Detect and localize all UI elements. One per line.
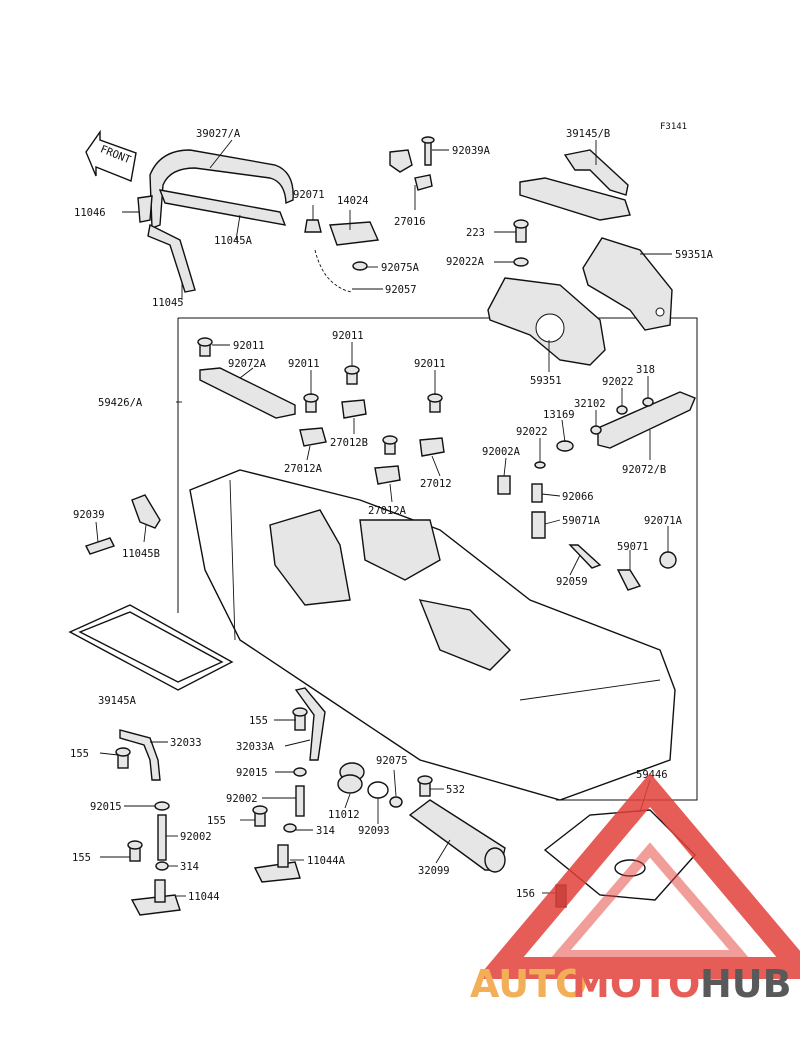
label-92071: 92071 bbox=[293, 189, 325, 201]
rubber-parts bbox=[304, 219, 380, 293]
label-59351a: 59351A bbox=[675, 249, 714, 261]
label-532: 532 bbox=[446, 784, 465, 796]
label-59071: 59071 bbox=[617, 541, 649, 553]
watermark-word-auto: AUTO bbox=[470, 962, 587, 1006]
watermark-word-hub: HUB bbox=[700, 962, 792, 1006]
bracket-11045b bbox=[85, 494, 161, 555]
label-223: 223 bbox=[466, 227, 485, 239]
label-92002-b: 92002 bbox=[180, 831, 212, 843]
label-155-b: 155 bbox=[249, 715, 268, 727]
label-92002a: 92002A bbox=[482, 446, 521, 458]
hardware-stack-mid bbox=[252, 767, 307, 883]
label-92022-a: 92022 bbox=[602, 376, 634, 388]
label-156: 156 bbox=[516, 888, 535, 900]
label-92066: 92066 bbox=[562, 491, 594, 503]
label-92072b: 92072/B bbox=[622, 464, 666, 476]
label-59446: 59446 bbox=[636, 769, 668, 781]
label-92022-b: 92022 bbox=[516, 426, 548, 438]
label-92093: 92093 bbox=[358, 825, 390, 837]
label-92011-a: 92011 bbox=[233, 340, 265, 352]
figure-code: F3141 bbox=[660, 122, 687, 132]
cover-59351 bbox=[487, 277, 606, 366]
label-39027a: 39027/A bbox=[196, 128, 241, 140]
watermark-logo: AUTO MOTO HUB bbox=[470, 772, 800, 1006]
label-32033a: 32033A bbox=[236, 741, 275, 753]
label-59426a: 59426/A bbox=[98, 397, 143, 409]
label-92059: 92059 bbox=[556, 576, 588, 588]
label-92071a: 92071A bbox=[644, 515, 683, 527]
label-27016: 27016 bbox=[394, 216, 426, 228]
part-labels: 39027/A 11046 11045A 11045 92071 14024 9… bbox=[70, 128, 714, 903]
label-155-d: 155 bbox=[72, 852, 91, 864]
label-11045a: 11045A bbox=[214, 235, 253, 247]
label-92011-c: 92011 bbox=[332, 330, 364, 342]
grab-bar-part bbox=[137, 149, 294, 293]
label-155-a: 155 bbox=[70, 748, 89, 760]
hull-group-frame bbox=[178, 317, 698, 801]
tube-32033 bbox=[115, 729, 161, 781]
label-32033: 32033 bbox=[170, 737, 202, 749]
label-92039a: 92039A bbox=[452, 145, 491, 157]
label-11044: 11044 bbox=[188, 891, 220, 903]
label-92015-b: 92015 bbox=[90, 801, 122, 813]
label-92075a: 92075A bbox=[381, 262, 420, 274]
screws-92011 bbox=[197, 337, 443, 455]
watermark-word-moto: MOTO bbox=[572, 962, 700, 1006]
label-27012: 27012 bbox=[420, 478, 452, 490]
label-92072a: 92072A bbox=[228, 358, 267, 370]
clips-27012 bbox=[299, 399, 445, 485]
hardware-stack-left bbox=[127, 801, 181, 916]
label-314-b: 314 bbox=[180, 861, 199, 873]
label-92075: 92075 bbox=[376, 755, 408, 767]
bolt-223 bbox=[513, 219, 529, 267]
label-92015-a: 92015 bbox=[236, 767, 268, 779]
bracket-59351a bbox=[582, 237, 673, 331]
label-27012b: 27012B bbox=[330, 437, 368, 449]
label-59351: 59351 bbox=[530, 375, 562, 387]
label-59071a: 59071A bbox=[562, 515, 601, 527]
label-13169: 13169 bbox=[543, 409, 575, 421]
label-39145a: 39145A bbox=[98, 695, 137, 707]
label-314-a: 314 bbox=[316, 825, 335, 837]
label-92011-b: 92011 bbox=[288, 358, 320, 370]
label-11044a: 11044A bbox=[307, 855, 346, 867]
hull-59426a bbox=[189, 469, 676, 801]
rail-92072b bbox=[597, 391, 696, 449]
front-arrow: FRONT bbox=[85, 129, 137, 182]
label-92039: 92039 bbox=[73, 509, 105, 521]
duct-32099 bbox=[408, 775, 506, 873]
leader-lines bbox=[95, 139, 672, 897]
label-32102: 32102 bbox=[574, 398, 606, 410]
mat-39145a bbox=[68, 604, 234, 691]
label-92022a: 92022A bbox=[446, 256, 485, 268]
label-92057: 92057 bbox=[385, 284, 417, 296]
label-14024: 14024 bbox=[337, 195, 369, 207]
label-11045: 11045 bbox=[152, 297, 184, 309]
label-155-c: 155 bbox=[207, 815, 226, 827]
label-318: 318 bbox=[636, 364, 655, 376]
clip-parts bbox=[389, 136, 435, 191]
label-92002-a: 92002 bbox=[226, 793, 258, 805]
label-27012a-2: 27012A bbox=[368, 505, 407, 517]
label-27012a-1: 27012A bbox=[284, 463, 323, 475]
tube-32033a bbox=[292, 687, 326, 761]
label-92011-d: 92011 bbox=[414, 358, 446, 370]
label-11012: 11012 bbox=[328, 809, 360, 821]
rail-92072a bbox=[199, 367, 296, 419]
label-11045b: 11045B bbox=[122, 548, 160, 560]
label-32099: 32099 bbox=[418, 865, 450, 877]
label-11046: 11046 bbox=[74, 207, 106, 219]
label-39145b: 39145/B bbox=[566, 128, 610, 140]
mat-b-part bbox=[519, 149, 631, 221]
